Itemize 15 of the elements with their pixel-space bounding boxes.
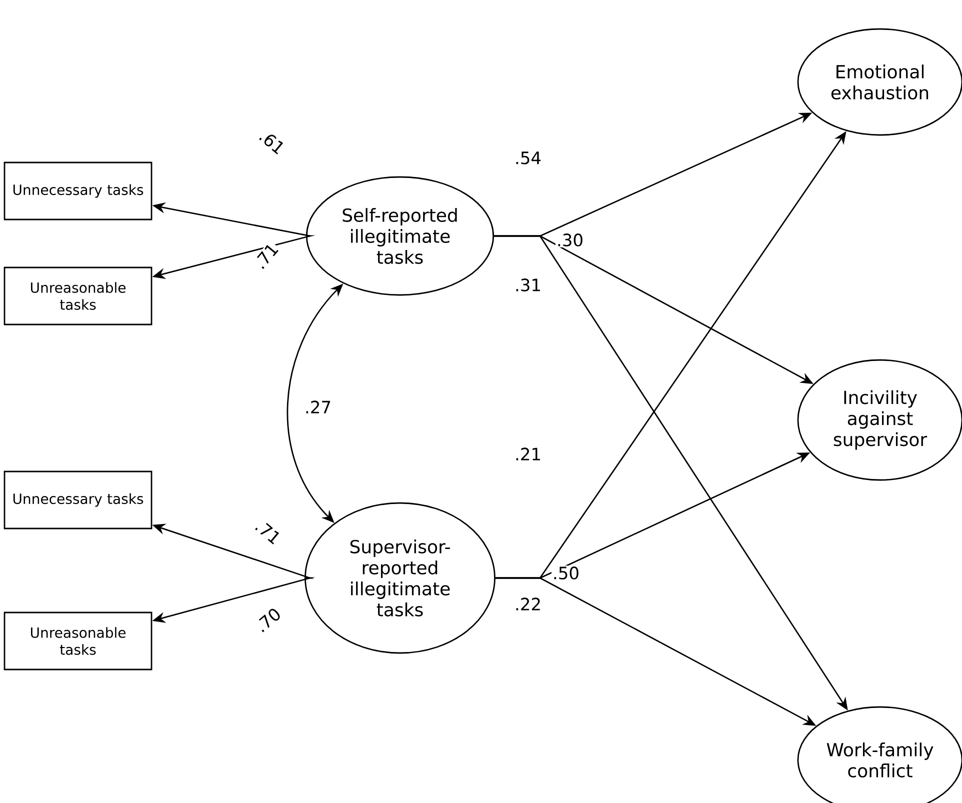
edge-label: .71: [252, 517, 284, 547]
edge-label: .22: [513, 596, 543, 612]
edge-label: .30: [555, 232, 585, 248]
indicator-box: Unnecessary tasks: [4, 470, 152, 530]
indicator-box: Unnecessary tasks: [4, 162, 152, 220]
edge-label: .21: [513, 446, 543, 462]
edge-label: .61: [256, 126, 288, 158]
edge-label: .71: [251, 240, 281, 272]
edge-label: .70: [252, 604, 284, 636]
indicator-box: Unreasonable tasks: [4, 612, 152, 670]
edge-label: .31: [513, 278, 543, 292]
indicator-box: Unreasonable tasks: [4, 266, 152, 326]
edge-label: .50: [551, 566, 581, 580]
edge-label: .27: [303, 400, 333, 414]
edge-label: .54: [513, 150, 543, 166]
